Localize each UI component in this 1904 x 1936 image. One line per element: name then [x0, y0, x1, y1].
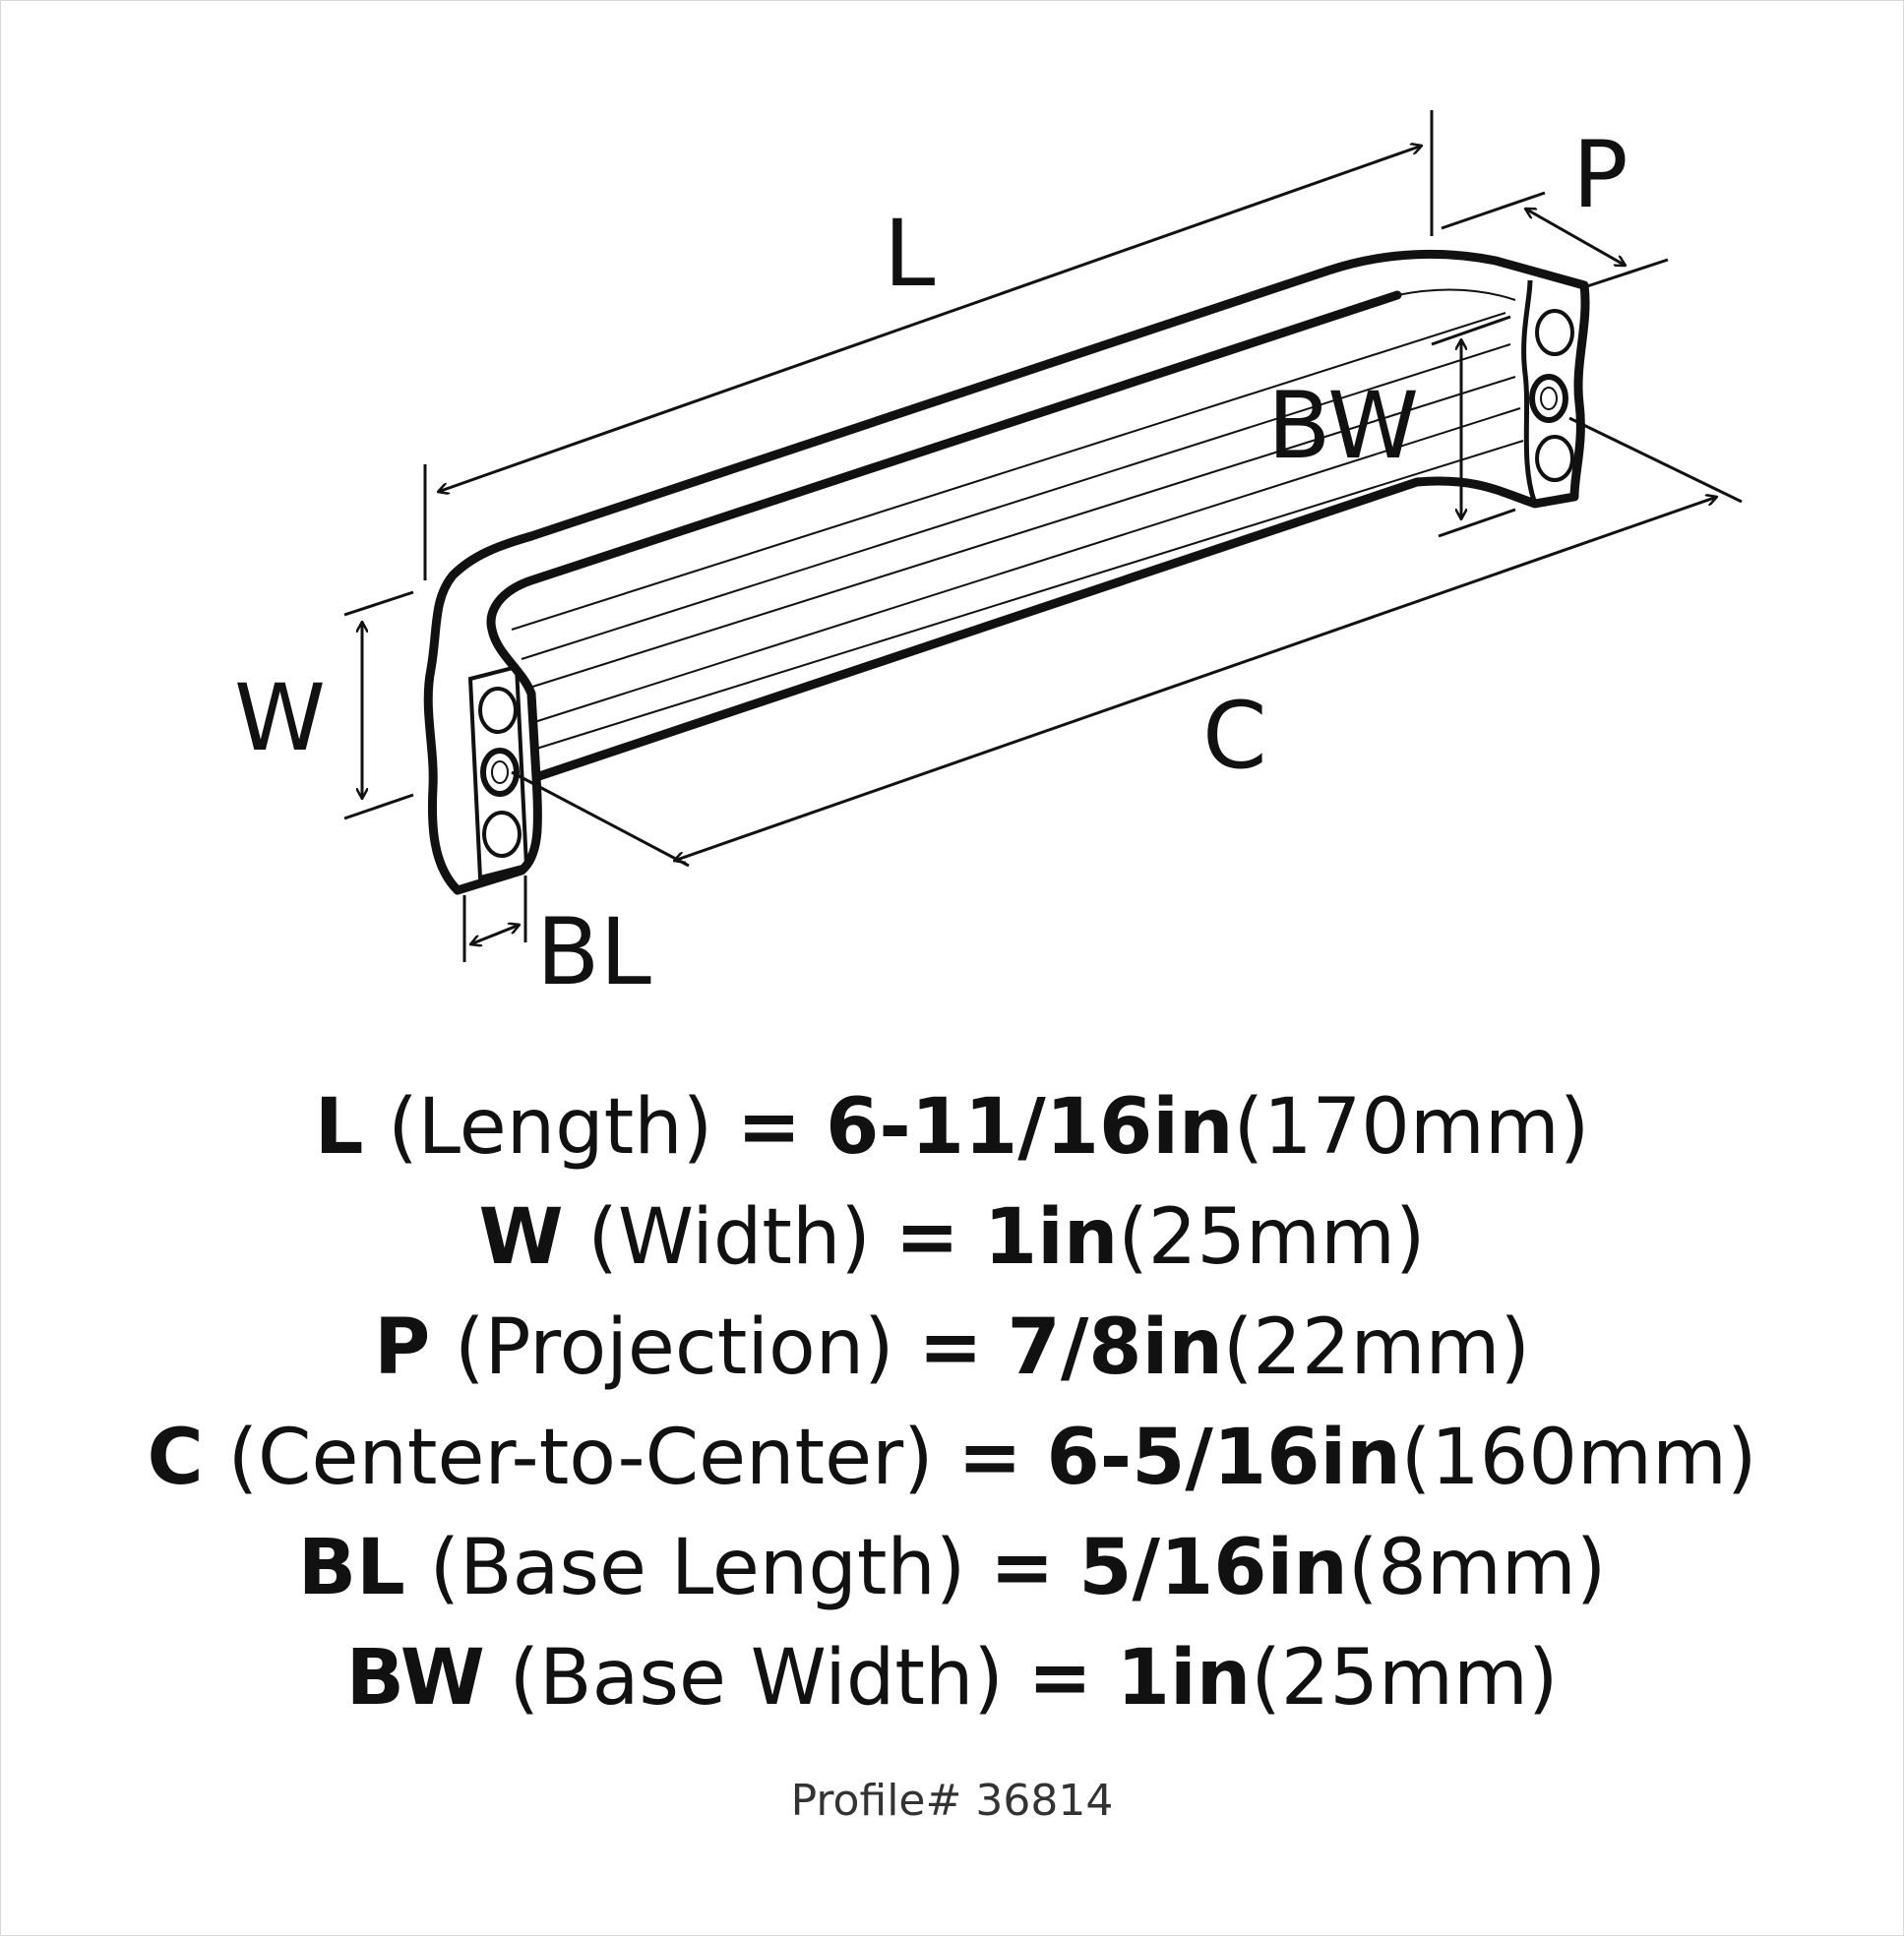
spec-equals: =: [894, 1193, 960, 1282]
spec-name: (Base Length): [429, 1524, 966, 1612]
spec-base-width: BW (Base Width) = 1in(25mm): [0, 1623, 1904, 1733]
dimension-base-length: [462, 876, 527, 962]
right-base: [1529, 309, 1574, 482]
handle-diagram: L P BW C W BL: [234, 110, 1743, 1006]
spec-inch-value: 5/16in: [1078, 1524, 1348, 1612]
dimension-projection: [1441, 191, 1669, 289]
dimension-length: [423, 110, 1434, 580]
spec-equals: =: [736, 1083, 802, 1172]
spec-inch-value: 1in: [983, 1193, 1119, 1282]
spec-inch-value: 1in: [1116, 1634, 1252, 1723]
spec-symbol: BL: [297, 1524, 405, 1612]
spec-projection: P (Projection) = 7/8in(22mm): [0, 1293, 1904, 1403]
spec-symbol: L: [314, 1083, 364, 1172]
left-hole-top: [478, 687, 518, 734]
spec-center-to-center: C (Center-to-Center) = 6-5/16in(160mm): [0, 1403, 1904, 1513]
spec-inch-value: 6-5/16in: [1046, 1414, 1401, 1502]
left-base: [467, 664, 529, 880]
label-base-length: BL: [536, 899, 651, 1006]
spec-name: (Length): [388, 1083, 713, 1172]
spec-equals: =: [918, 1303, 983, 1392]
left-hole-screw: [480, 748, 520, 797]
dimension-base-width: [1431, 315, 1516, 538]
spec-symbol: W: [478, 1193, 564, 1282]
spec-equals: =: [990, 1524, 1055, 1612]
label-center-to-center: C: [1202, 683, 1267, 790]
right-hole-screw: [1529, 374, 1568, 423]
spec-inch-value: 7/8in: [1007, 1303, 1223, 1392]
right-hole-bottom: [1535, 435, 1574, 482]
spec-mm-value: (160mm): [1400, 1414, 1757, 1502]
right-hole-top: [1535, 309, 1574, 356]
profile-number: Profile# 36814: [790, 1776, 1114, 1826]
handle-grooves: [511, 288, 1524, 751]
spec-name: (Center-to-Center): [227, 1414, 934, 1502]
spec-width: W (Width) = 1in(25mm): [0, 1182, 1904, 1293]
spec-mm-value: (25mm): [1118, 1193, 1426, 1282]
spec-equals: =: [957, 1414, 1022, 1502]
spec-name: (Width): [587, 1193, 871, 1282]
dimension-center-to-center: [511, 416, 1743, 868]
specifications-list: L (Length) = 6-11/16in(170mm) W (Width) …: [0, 1072, 1904, 1733]
spec-symbol: C: [147, 1414, 204, 1502]
spec-name: (Base Width): [509, 1634, 1004, 1723]
spec-equals: =: [1027, 1634, 1092, 1723]
spec-mm-value: (25mm): [1251, 1634, 1559, 1723]
handle-body: [423, 249, 1590, 895]
spec-base-length: BL (Base Length) = 5/16in(8mm): [0, 1513, 1904, 1623]
spec-inch-value: 6-11/16in: [826, 1083, 1234, 1172]
spec-mm-value: (170mm): [1233, 1083, 1590, 1172]
spec-symbol: P: [374, 1303, 431, 1392]
left-hole-bottom: [482, 811, 522, 858]
spec-length: L (Length) = 6-11/16in(170mm): [0, 1072, 1904, 1182]
spec-mm-value: (22mm): [1222, 1303, 1530, 1392]
dimension-width: [343, 590, 414, 820]
label-length: L: [884, 201, 935, 308]
label-base-width: BW: [1267, 373, 1419, 480]
label-projection: P: [1572, 122, 1628, 229]
label-width: W: [234, 665, 326, 772]
spec-symbol: BW: [345, 1634, 485, 1723]
spec-name: (Projection): [455, 1303, 894, 1392]
spec-mm-value: (8mm): [1347, 1524, 1607, 1612]
